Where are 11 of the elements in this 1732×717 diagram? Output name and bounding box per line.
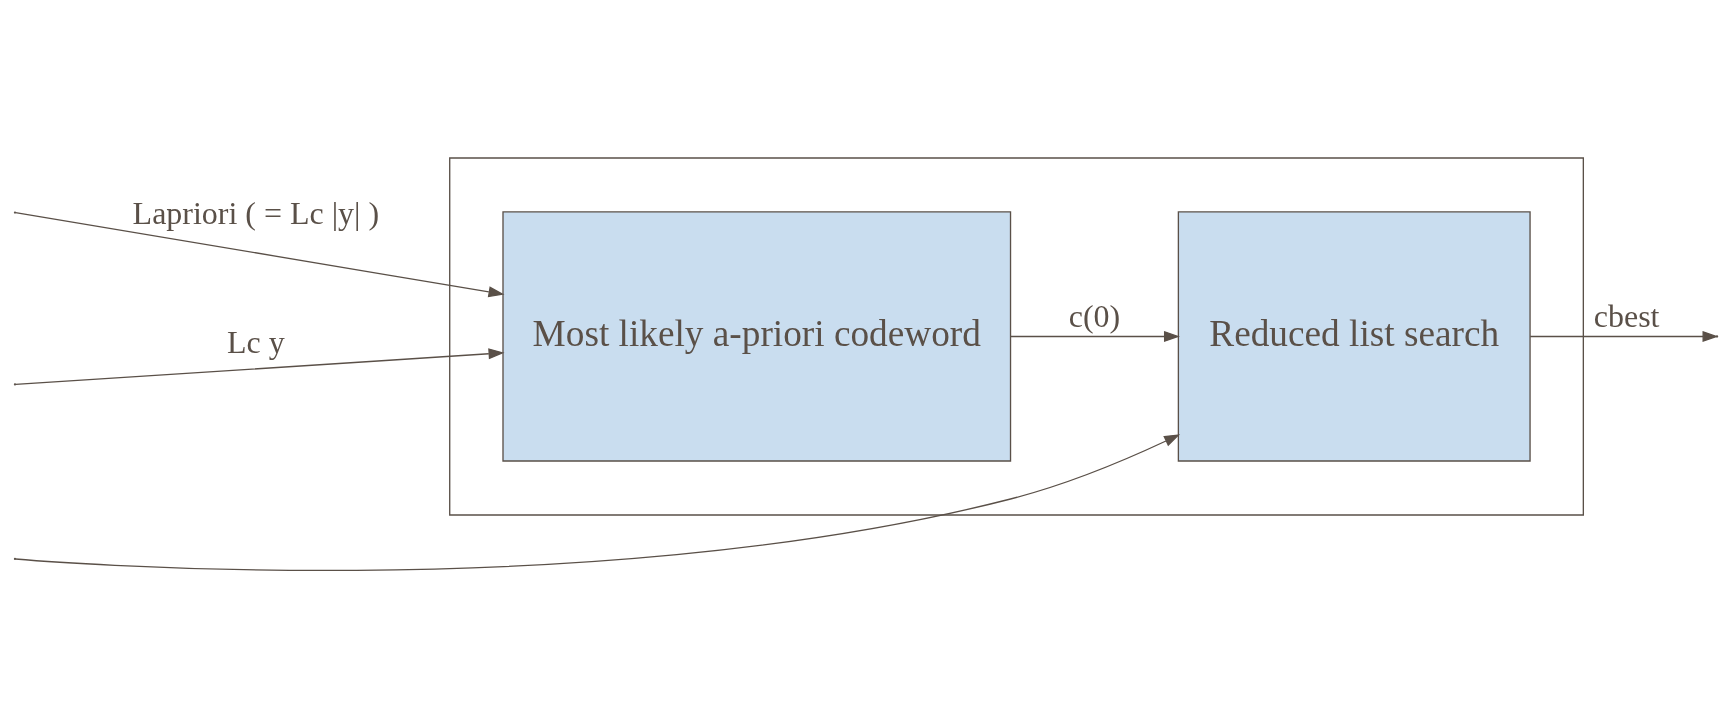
cluster: [449, 156, 1584, 516]
node-box: Reduced list search: [1177, 210, 1531, 462]
arrow: [14, 211, 505, 297]
arrow: [14, 347, 505, 385]
edge-label: cbest: [1593, 298, 1660, 334]
edge-label: c(0): [1068, 298, 1121, 334]
node-box: Most likely a-priori codeword: [502, 210, 1012, 462]
edge-label: Lapriori ( = Lc |y| ): [132, 195, 380, 231]
edge-label: Lc y: [227, 324, 285, 360]
arrow: [14, 433, 1181, 571]
arrow: [1010, 330, 1180, 342]
